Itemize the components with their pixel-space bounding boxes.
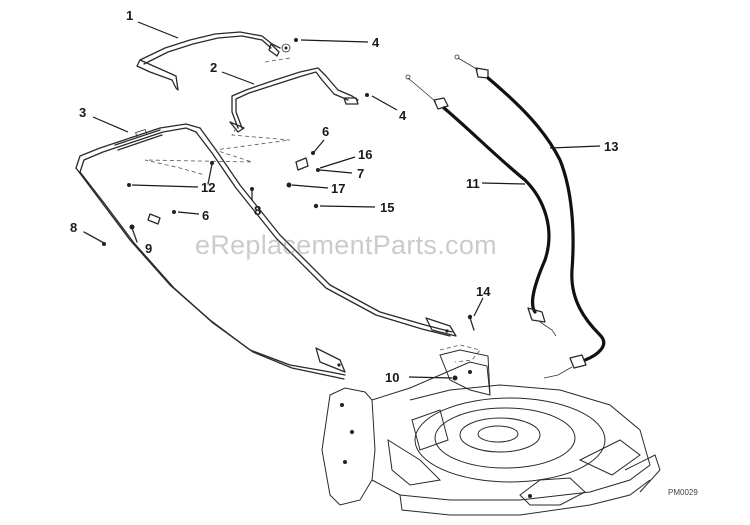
callout-1: 1 (126, 8, 133, 23)
hardware (83, 38, 475, 381)
callout-9: 9 (145, 241, 152, 256)
callout-8-center: 8 (254, 203, 261, 218)
callout-12: 12 (201, 180, 215, 195)
control-bar-part-1 (136, 31, 281, 91)
callout-14: 14 (476, 284, 491, 299)
callout-10: 10 (385, 370, 399, 385)
callout-3: 3 (79, 105, 86, 120)
diagram-code: PM0029 (668, 488, 698, 497)
callout-8-left: 8 (70, 220, 77, 235)
watermark-text: eReplacementParts.com (195, 230, 497, 260)
callout-4-upper: 4 (372, 35, 380, 50)
callout-6-lower: 6 (202, 208, 209, 223)
callout-labels: 1 2 3 4 4 6 6 7 8 8 9 10 11 12 13 14 15 … (70, 8, 618, 385)
callout-13: 13 (604, 139, 618, 154)
callout-4-lower: 4 (399, 108, 407, 123)
callout-17: 17 (331, 181, 345, 196)
leader-lines (92, 21, 601, 379)
callout-15: 15 (380, 200, 394, 215)
cable-part-11 (405, 74, 557, 337)
callout-6-upper: 6 (322, 124, 329, 139)
assembly-guide-lines (144, 57, 481, 363)
callout-11: 11 (466, 176, 480, 191)
callout-7: 7 (357, 166, 364, 181)
mower-deck (321, 349, 661, 516)
control-bar-part-2 (229, 67, 359, 133)
callout-16: 16 (358, 147, 372, 162)
callout-2: 2 (210, 60, 217, 75)
main-handle-part-3 (75, 123, 457, 380)
cable-part-13 (454, 54, 606, 379)
